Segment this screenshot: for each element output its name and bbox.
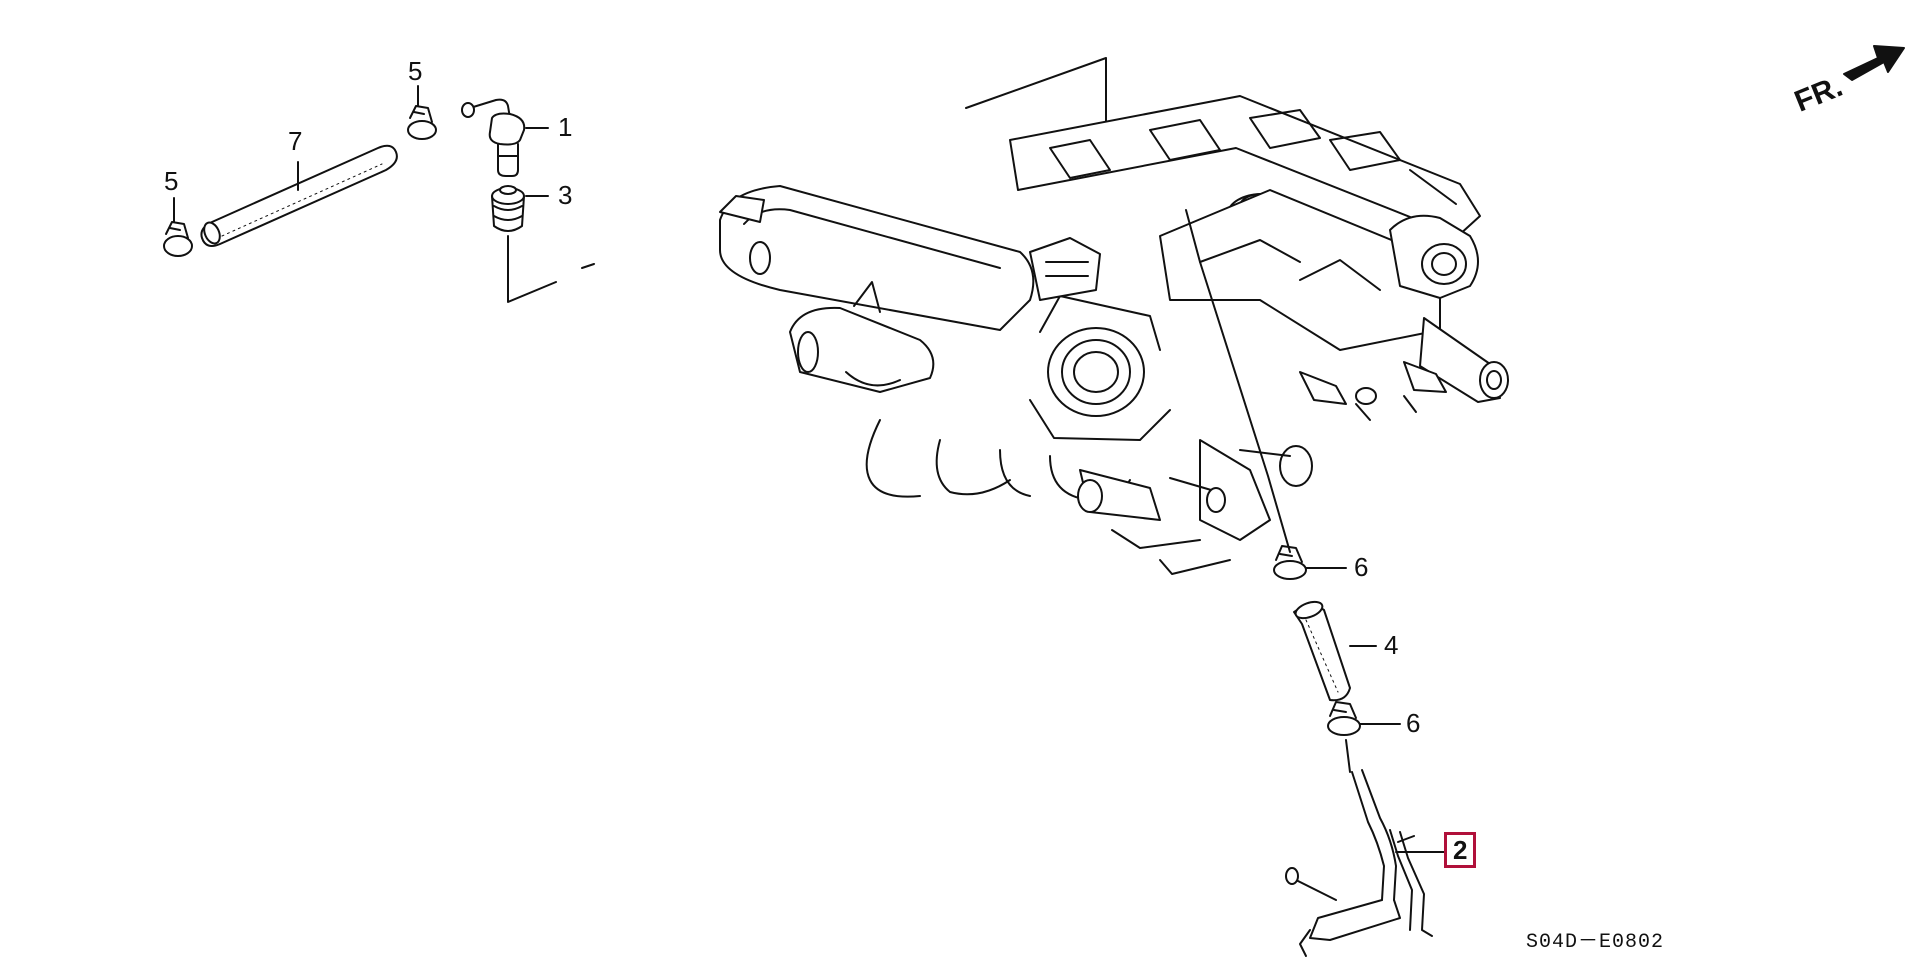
pcv-valve-part-1[interactable] <box>461 98 526 177</box>
callout-part-4: 4 <box>1384 630 1399 660</box>
front-direction-arrow-icon <box>1843 45 1905 81</box>
callout-part-5-upper: 5 <box>408 56 423 86</box>
callout-part-3: 3 <box>558 180 573 210</box>
callout-part-1: 1 <box>558 112 573 142</box>
callout-part-6-lower: 6 <box>1406 708 1421 738</box>
callout-part-6-upper: 6 <box>1354 552 1369 582</box>
clamp-part-5-lower[interactable] <box>163 221 193 257</box>
grommet-part-3[interactable] <box>491 185 525 232</box>
leader-3-to-engine-end <box>581 263 595 269</box>
callout-part-2-highlighted[interactable]: 2 <box>1444 832 1477 868</box>
leader-3-to-engine <box>507 235 557 303</box>
diagram-code: S04D－E0802 <box>1526 931 1665 954</box>
clamp-part-6-lower[interactable] <box>1327 701 1361 736</box>
callout-part-7: 7 <box>288 126 303 156</box>
engine-assembly <box>719 57 1509 575</box>
water-pipe-part-2[interactable] <box>1285 739 1433 957</box>
clamp-part-6-upper[interactable] <box>1273 545 1307 580</box>
hose-part-4[interactable] <box>1293 599 1351 702</box>
clamp-part-5-upper[interactable] <box>407 105 437 140</box>
callout-part-5-lower: 5 <box>164 166 179 196</box>
hose-part-7[interactable] <box>200 144 398 247</box>
